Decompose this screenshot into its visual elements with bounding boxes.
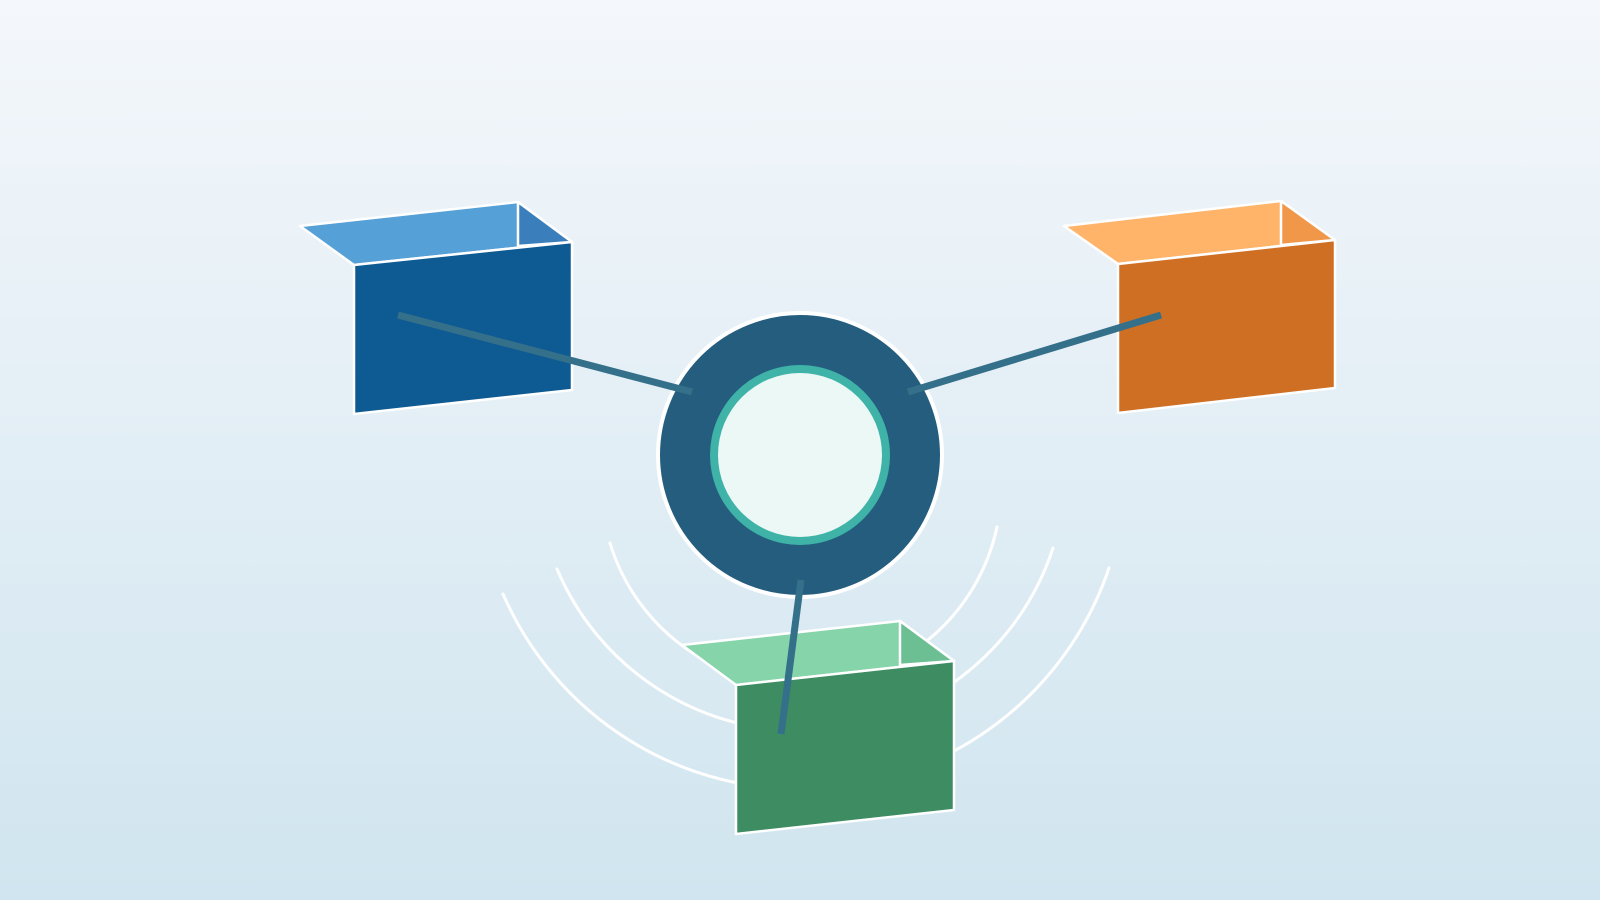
connector-orange bbox=[906, 311, 1163, 396]
connector-blue bbox=[397, 311, 693, 396]
orange-box-front-face bbox=[1116, 238, 1337, 415]
blue-box bbox=[298, 200, 574, 416]
green-box-front-face bbox=[734, 659, 956, 836]
connectors bbox=[397, 311, 1163, 735]
hub-core bbox=[718, 373, 882, 537]
connector-green bbox=[777, 579, 805, 735]
green-box bbox=[680, 619, 956, 836]
orange-box bbox=[1062, 199, 1337, 415]
central-hub bbox=[656, 311, 944, 599]
blue-box-front-face bbox=[352, 240, 574, 416]
